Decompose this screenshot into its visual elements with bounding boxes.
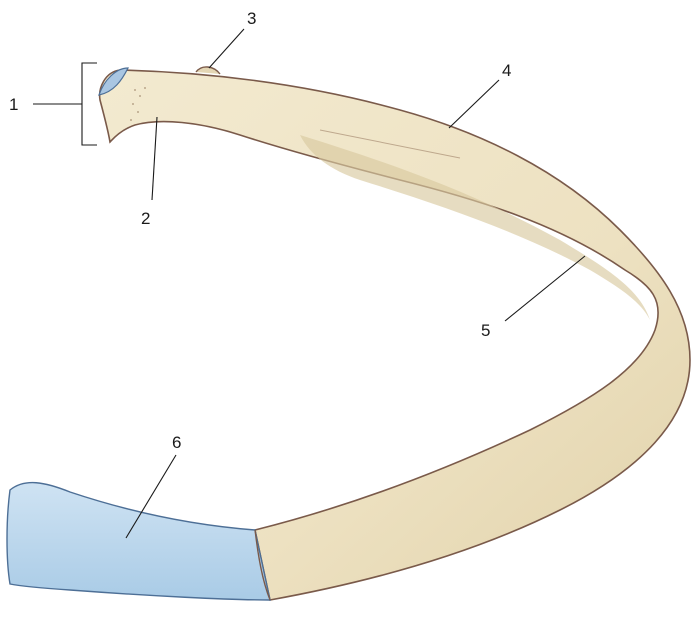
costal-cartilage: [7, 483, 270, 600]
leader-line-2: [152, 117, 157, 200]
callout-5: 5: [481, 256, 585, 340]
rib-tubercle: [196, 67, 220, 74]
callout-1: 1: [9, 63, 97, 145]
callout-number-1: 1: [9, 95, 18, 114]
leader-line-3: [209, 29, 244, 68]
callout-number-6: 6: [172, 433, 181, 452]
callout-number-4: 4: [502, 61, 511, 80]
callout-number-2: 2: [141, 209, 150, 228]
callout-4: 4: [449, 61, 511, 128]
leader-line-4: [449, 80, 499, 128]
rib-shaft: [100, 70, 690, 600]
callout-2: 2: [141, 117, 157, 228]
callout-number-5: 5: [481, 321, 490, 340]
bracket-1: [82, 63, 97, 145]
callout-number-3: 3: [247, 9, 256, 28]
callout-3: 3: [209, 9, 256, 68]
leader-line-5: [505, 256, 585, 321]
